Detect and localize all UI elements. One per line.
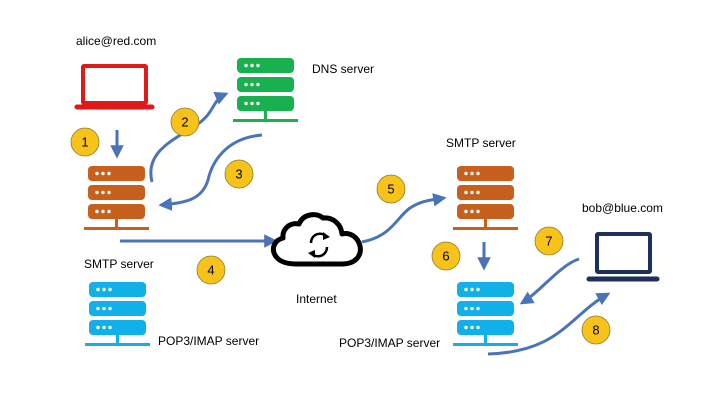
step-number-1: 1 <box>81 135 88 150</box>
step-badges: 1 2 3 4 5 6 7 8 <box>70 107 611 345</box>
bob-email-label: bob@blue.com <box>582 201 663 215</box>
step-badge-8: 8 <box>581 315 611 345</box>
step-badge-3: 3 <box>224 159 254 189</box>
pop-server-right-label: POP3/IMAP server <box>339 336 440 350</box>
smtp-server-left-icon <box>84 166 149 230</box>
pop-server-right-icon <box>453 282 518 346</box>
step-number-4: 4 <box>207 263 214 278</box>
arrow-2 <box>149 92 229 183</box>
step-number-2: 2 <box>181 115 188 130</box>
step-number-7: 7 <box>545 234 552 249</box>
step-badge-1: 1 <box>70 127 100 157</box>
step-number-8: 8 <box>592 323 599 338</box>
step-number-6: 6 <box>442 249 449 264</box>
dns-server-icon <box>233 58 298 122</box>
pop-server-left-icon <box>85 282 150 346</box>
smtp-server-right-label: SMTP server <box>446 136 516 150</box>
bob-laptop-icon <box>586 232 660 282</box>
step-badge-5: 5 <box>376 174 406 204</box>
step-number-5: 5 <box>387 182 394 197</box>
smtp-server-left-label: SMTP server <box>84 257 154 271</box>
arrow-3 <box>158 133 263 211</box>
flow-arrows <box>110 92 611 356</box>
step-badge-4: 4 <box>196 255 226 285</box>
step-badge-7: 7 <box>534 226 564 256</box>
smtp-server-right-icon <box>453 166 518 230</box>
alice-laptop-icon <box>74 64 155 110</box>
arrow-8 <box>487 292 611 356</box>
alice-email-label: alice@red.com <box>76 34 156 48</box>
step-number-3: 3 <box>235 167 242 182</box>
internet-cloud-icon <box>270 212 363 267</box>
arrow-7 <box>519 257 580 305</box>
dns-server-label: DNS server <box>312 62 374 76</box>
step-badge-2: 2 <box>170 107 200 137</box>
arrow-5 <box>361 193 447 244</box>
pop-server-left-label: POP3/IMAP server <box>158 334 259 348</box>
step-badge-6: 6 <box>431 241 461 271</box>
internet-label: Internet <box>296 292 337 306</box>
